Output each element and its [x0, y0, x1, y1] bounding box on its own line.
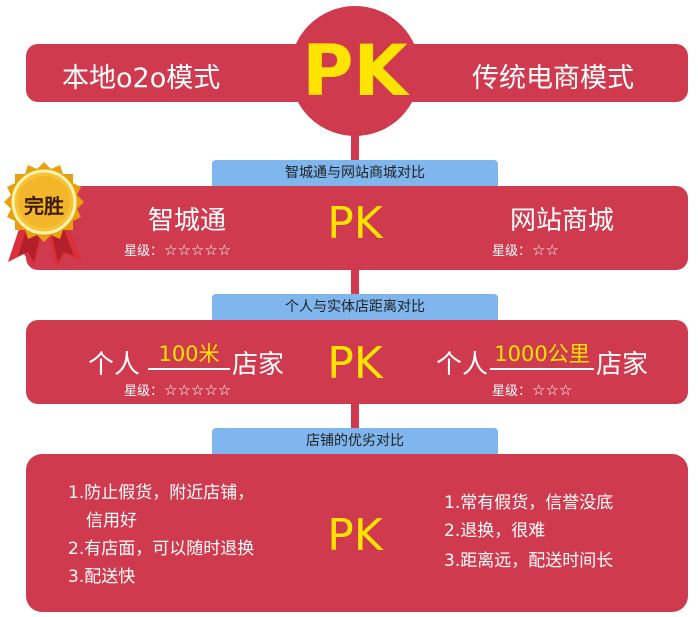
section3-right-item-1: 1.常有假货，信誉没底 [444, 493, 614, 513]
section2-right-distance: 1000公里 [490, 340, 594, 370]
tab-section2: 个人与实体店距离对比 [212, 294, 498, 320]
section3-left-item-3: 3.配送快 [68, 567, 136, 587]
section2-left-stars: 星级：☆☆☆☆☆ [124, 380, 231, 399]
connector-3 [351, 404, 359, 428]
section1-left-stars: 星级：☆☆☆☆☆ [124, 240, 231, 259]
tab-section3: 店铺的优劣对比 [212, 428, 498, 454]
connector-1 [351, 134, 359, 160]
section2-left-suffix: 店家 [232, 350, 285, 380]
section1-bar [26, 186, 688, 270]
section1-right-stars: 星级：☆☆ [492, 240, 559, 259]
star-label: 星级： [124, 384, 164, 399]
section3-pk: PK [327, 510, 383, 561]
section3-left-item-1b: 信用好 [86, 511, 137, 531]
section1-right-name: 网站商城 [510, 206, 615, 236]
connector-2 [351, 270, 359, 294]
star-label: 星级： [492, 244, 532, 259]
header-pk-text: PK [302, 30, 408, 112]
section2-bar [26, 320, 688, 404]
section2-right-prefix: 个人 [436, 350, 489, 380]
header-pk-circle [290, 6, 420, 136]
section3-left-item-1: 1.防止假货，附近店铺， [68, 483, 255, 503]
star-rating: ☆☆ [532, 241, 559, 259]
section2-left-prefix: 个人 [88, 350, 141, 380]
medal-text: 完胜 [24, 194, 64, 218]
section2-pk: PK [327, 338, 383, 389]
header-right-title: 传统电商模式 [472, 63, 634, 94]
star-rating: ☆☆☆ [532, 381, 573, 399]
section1-left-name: 智城通 [148, 206, 227, 236]
star-rating: ☆☆☆☆☆ [164, 241, 232, 259]
section2-right-stars: 星级：☆☆☆ [492, 380, 572, 399]
section3-left-item-2: 2.有店面，可以随时退换 [68, 539, 255, 559]
section3-right-item-2: 2.退换，很难 [444, 521, 546, 541]
section3-right-item-3: 3.距离远，配送时间长 [444, 551, 614, 571]
section2-right-suffix: 店家 [596, 350, 649, 380]
tab-section1: 智城通与网站商城对比 [212, 160, 498, 186]
section3-bar [26, 454, 688, 612]
medal-icon [4, 162, 84, 268]
star-label: 星级： [492, 384, 532, 399]
winner-medal: 完胜 [0, 160, 96, 270]
star-rating: ☆☆☆☆☆ [164, 381, 232, 399]
header-left-title: 本地o2o模式 [62, 63, 221, 94]
section1-pk: PK [327, 198, 383, 249]
star-label: 星级： [124, 244, 164, 259]
section2-left-distance: 100米 [148, 340, 230, 370]
